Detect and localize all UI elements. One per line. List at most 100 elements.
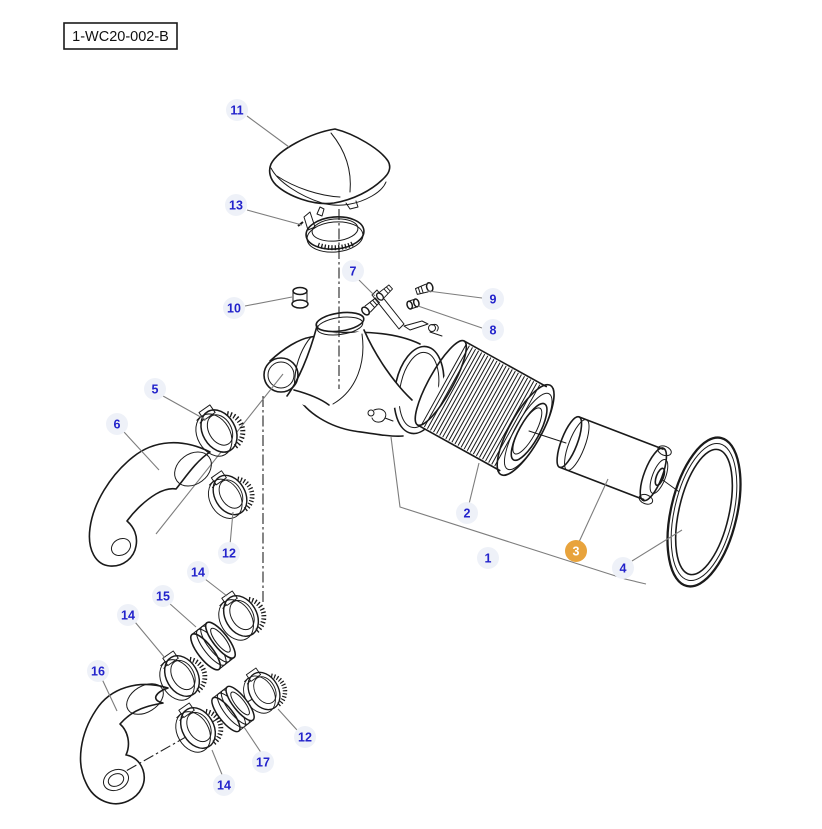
part-14-left-clamp-drawing [153,649,207,706]
callout-badge[interactable] [226,99,248,121]
callout-number: 11 [230,104,243,118]
leader-8 [417,305,483,329]
leader-15 [168,602,197,628]
callout-14-top[interactable]: 14 [187,561,209,583]
callout-5[interactable]: 5 [144,378,166,400]
callout-3-highlighted[interactable]: 3 [565,540,587,562]
callout-number: 14 [121,609,135,623]
callout-badge[interactable] [294,726,316,748]
callout-number: 1 [485,552,492,566]
callout-badge[interactable] [482,288,504,310]
callout-number: 12 [222,547,236,561]
leader-14-top [204,578,228,597]
callout-badge[interactable] [612,557,634,579]
callout-badge[interactable] [144,378,166,400]
callout-12-lower[interactable]: 12 [294,726,316,748]
part-code-frame [63,22,178,50]
leader-lines [101,115,683,778]
callout-badge[interactable] [225,194,247,216]
callout-number: 3 [573,545,580,559]
leader-1 [390,436,647,585]
leader-4 [631,529,683,562]
callout-badge[interactable] [342,260,364,282]
callout-badge-highlighted[interactable] [565,540,587,562]
callout-badge[interactable] [117,604,139,626]
callout-16[interactable]: 16 [87,660,109,682]
fit-indicator-line-2-3 [528,430,567,444]
leader-16 [101,678,118,712]
part-2-filter-element-drawing [414,339,555,477]
leader-7 [357,278,376,297]
leader-3 [578,478,609,543]
callout-number: 6 [114,418,121,432]
part-code-text: 1-WC20-002-B [72,29,169,45]
part-13-clamp-drawing [297,206,365,253]
callout-number: 14 [217,779,231,793]
callout-number: 12 [298,731,312,745]
callout-number: 15 [156,590,170,604]
leader-14-left [134,621,166,659]
callout-14-left[interactable]: 14 [117,604,139,626]
callout-badge[interactable] [106,413,128,435]
callout-number: 17 [256,756,270,770]
callout-17[interactable]: 17 [252,751,274,773]
callout-1[interactable]: 1 [477,547,499,569]
callout-number: 7 [350,265,357,279]
callout-number: 8 [490,324,497,338]
callout-2[interactable]: 2 [456,502,478,524]
callout-badge[interactable] [456,502,478,524]
part-9-screw-drawing [414,282,434,295]
part-11-rain-cap-drawing [268,128,391,210]
part-8-nut-drawing [406,298,420,310]
leader-12-upper [229,511,234,546]
callout-badge[interactable] [187,561,209,583]
callout-number: 13 [229,199,243,213]
callout-13[interactable]: 13 [225,194,247,216]
callout-number: 2 [464,507,471,521]
callout-15[interactable]: 15 [152,585,174,607]
callout-badge[interactable] [482,319,504,341]
callout-number: 4 [620,562,627,576]
leader-12-lower [277,708,298,731]
part-16-hose-drawing [79,683,169,805]
callout-8[interactable]: 8 [482,319,504,341]
alignment-line-outlet-hose [155,373,284,535]
callout-10[interactable]: 10 [223,297,245,319]
callout-badge[interactable] [223,297,245,319]
leader-13 [246,209,303,226]
callout-number: 16 [91,665,105,679]
callout-number: 10 [227,302,241,316]
callout-badge[interactable] [252,751,274,773]
callout-badge[interactable] [477,547,499,569]
part-3-inner-element-drawing [556,415,680,505]
callout-7[interactable]: 7 [342,260,364,282]
callout-6[interactable]: 6 [106,413,128,435]
callout-badge[interactable] [213,774,235,796]
callout-11[interactable]: 11 [226,99,248,121]
callout-badge[interactable] [87,660,109,682]
part-12-upper-clamp-drawing [202,469,254,524]
callout-badge[interactable] [218,542,240,564]
leader-11 [246,115,290,148]
part-6-hose-drawing [88,442,212,567]
leader-10 [244,296,293,307]
part-1-air-cleaner-housing-drawing [263,311,448,438]
callout-number: 5 [152,383,159,397]
callout-14-bottom[interactable]: 14 [213,774,235,796]
callout-number: 9 [490,293,497,307]
part-10-plug-drawing [291,286,309,309]
leader-2 [468,462,480,505]
callout-9[interactable]: 9 [482,288,504,310]
callout-badge[interactable] [152,585,174,607]
callout-number: 14 [191,566,205,580]
callouts: 11 13 10 7 9 8 5 6 [87,99,634,796]
callout-4[interactable]: 4 [612,557,634,579]
part-code-box: 1-WC20-002-B [63,22,178,50]
leader-6 [123,431,160,471]
part-4-seal-ring-drawing [666,436,742,588]
leader-5 [162,395,207,421]
callout-12-upper[interactable]: 12 [218,542,240,564]
leader-17 [243,726,263,755]
